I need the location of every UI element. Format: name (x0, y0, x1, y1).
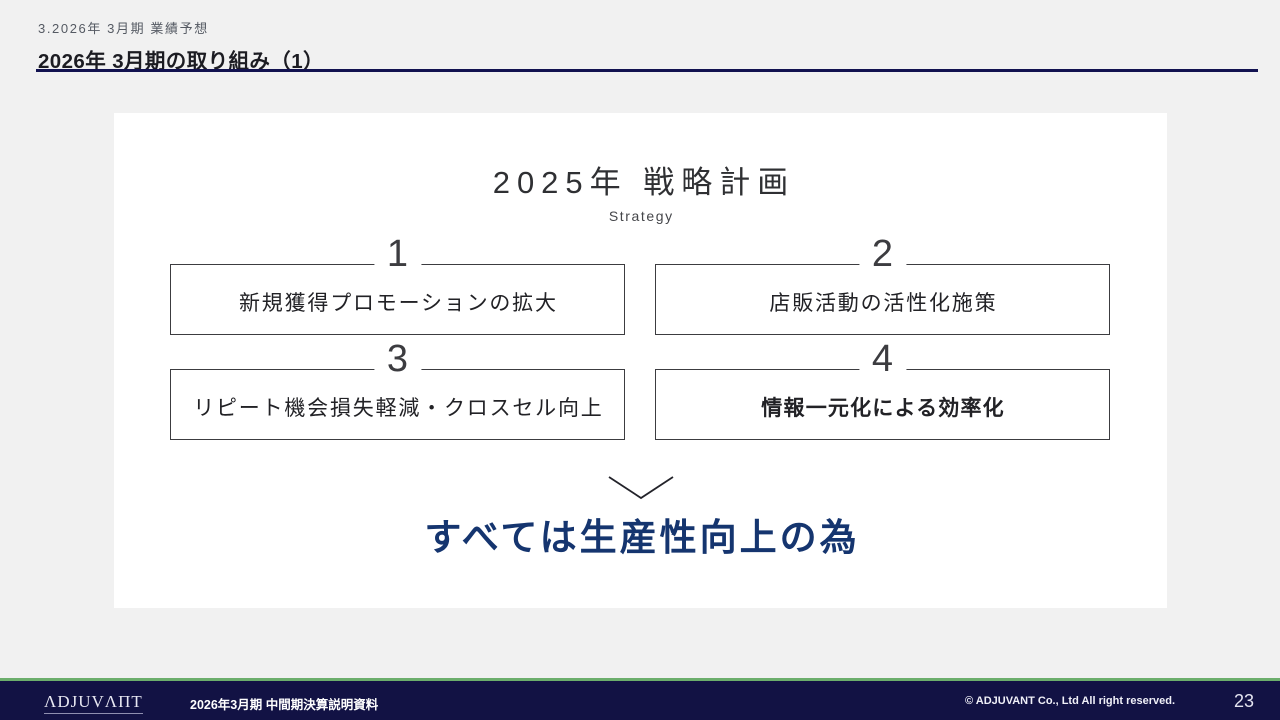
strategy-box-4-label: 情報一元化による効率化 (761, 396, 1005, 420)
strategy-box-row-1: 1 新規獲得プロモーションの拡大 2 店販活動の活性化施策 (170, 230, 1110, 335)
strategy-box-2[interactable]: 2 店販活動の活性化施策 (655, 230, 1110, 335)
strategy-box-4-number: 4 (858, 335, 907, 383)
strategy-box-4[interactable]: 4 情報一元化による効率化 (655, 335, 1110, 440)
title-underline-rule (36, 69, 1258, 72)
strategy-card: 2025年 戦略計画 Strategy 1 新規獲得プロモーションの拡大 2 店… (114, 113, 1167, 608)
strategy-box-3[interactable]: 3 リピート機会損失軽減・クロスセル向上 (170, 335, 625, 440)
footer-document-title: 2026年3月期 中間期決算説明資料 (190, 698, 379, 712)
strategy-box-1-number: 1 (373, 230, 422, 278)
section-eyebrow: 3.2026年 3月期 業績予想 (38, 21, 209, 36)
strategy-box-2-label: 店販活動の活性化施策 (769, 291, 998, 315)
chevron-down-icon (607, 475, 675, 506)
slide-footer: ΛDJUVΛΠT 2026年3月期 中間期決算説明資料 © ADJUVANT C… (0, 678, 1280, 720)
strategy-box-3-number: 3 (373, 335, 422, 383)
page-number: 23 (1233, 691, 1254, 711)
strategy-box-2-number: 2 (858, 230, 907, 278)
strategy-box-grid: 1 新規獲得プロモーションの拡大 2 店販活動の活性化施策 3 リピート機会損失… (170, 230, 1110, 440)
strategy-box-3-label: リピート機会損失軽減・クロスセル向上 (193, 396, 604, 420)
company-logo: ΛDJUVΛΠT (44, 692, 143, 714)
conclusion-statement: すべては生産性向上の為 (424, 517, 860, 558)
card-title: 2025年 戦略計画 (492, 165, 796, 200)
strategy-box-1[interactable]: 1 新規獲得プロモーションの拡大 (170, 230, 625, 335)
page-title: 2026年 3月期の取り組み（1） (38, 50, 324, 73)
footer-copyright: © ADJUVANT Co., Ltd All right reserved. (965, 695, 1175, 707)
card-subtitle: Strategy (608, 208, 674, 224)
strategy-box-1-label: 新規獲得プロモーションの拡大 (239, 291, 558, 315)
slide-header: 3.2026年 3月期 業績予想 2026年 3月期の取り組み（1） (0, 0, 1280, 78)
strategy-box-row-2: 3 リピート機会損失軽減・クロスセル向上 4 情報一元化による効率化 (170, 335, 1110, 440)
